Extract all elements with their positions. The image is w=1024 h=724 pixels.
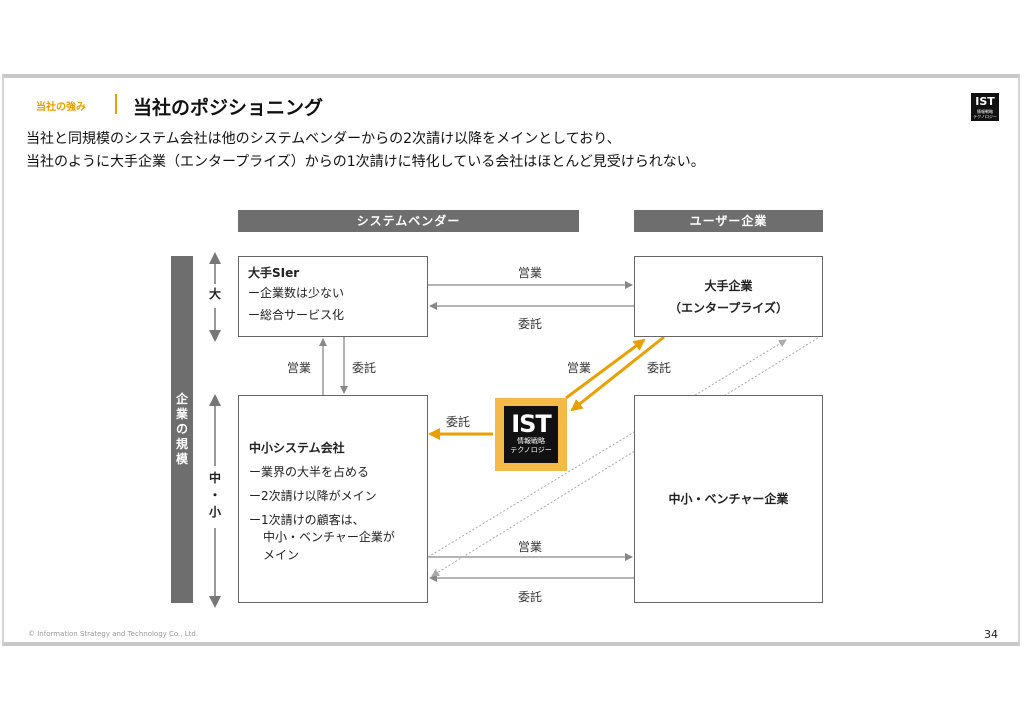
ist-logo-badge: IST 情報戦略 テクノロジー xyxy=(495,398,567,471)
copyright: © Information Strategy and Technology Co… xyxy=(28,630,199,638)
label-sales-diagonal: 営業 xyxy=(567,361,592,375)
company-logo: IST 情報戦略 テクノロジー xyxy=(971,93,999,121)
header-user-company: ユーザー企業 xyxy=(634,210,823,232)
label-consign-vertical: 委託 xyxy=(352,361,377,375)
label-sales-top: 営業 xyxy=(518,266,543,280)
scale-arrows xyxy=(209,252,221,608)
company-scale-label: 企 業 の 規 模 xyxy=(175,392,188,466)
label-consign-top: 委託 xyxy=(518,317,543,331)
page-title: 当社のポジショニング xyxy=(133,97,324,119)
label-consign-bottom: 委託 xyxy=(518,590,543,604)
lead-line-2: 当社のように大手企業（エンタープライズ）からの1次請けに特化している会社はほとん… xyxy=(26,154,705,170)
sme-system-item-1: ー業界の大半を占める xyxy=(249,465,370,479)
ist-logo: IST 情報戦略 テクノロジー xyxy=(504,406,558,463)
sme-system-item-3-cont-2: メイン xyxy=(263,548,300,562)
label-sales-bottom: 営業 xyxy=(518,540,543,554)
header-system-vendor: システムベンダー xyxy=(238,210,579,232)
sme-system-item-2: ー2次請け以降がメイン xyxy=(249,489,377,503)
logo-sub1: 情報戦略 xyxy=(977,109,993,114)
large-sier-item-1: ー企業数は少ない xyxy=(248,286,345,300)
logo-text: IST xyxy=(975,95,995,108)
ist-logo-text: IST xyxy=(511,410,552,438)
section-label: 当社の強み xyxy=(36,102,86,113)
label-sales-vertical: 営業 xyxy=(287,361,312,375)
scale-large-label: 大 xyxy=(208,287,221,301)
scale-small-label: 中 ・ 小 xyxy=(208,471,221,519)
lead-line-1: 当社と同規模のシステム会社は他のシステムベンダーからの2次請け以降をメインとして… xyxy=(26,131,621,147)
logo-sub2: テクノロジー xyxy=(973,114,997,119)
box-large-sier: 大手SIer ー企業数は少ない ー総合サービス化 xyxy=(238,256,428,337)
ist-logo-sub2: テクノロジー xyxy=(510,446,552,454)
company-scale-bar xyxy=(171,256,193,603)
box-sme-system: 中小システム会社 ー業界の大半を占める ー2次請け以降がメイン ー1次請けの顧客… xyxy=(238,395,428,603)
section-divider xyxy=(115,94,117,114)
sme-system-item-3-cont-1: 中小・ベンチャー企業が xyxy=(263,530,395,544)
enterprise-line-1: 大手企業 xyxy=(704,279,753,293)
sme-system-title: 中小システム会社 xyxy=(249,441,345,455)
label-consign-diagonal: 委託 xyxy=(647,361,672,375)
label-consign-ist: 委託 xyxy=(446,415,471,429)
large-sier-title: 大手SIer xyxy=(248,266,300,280)
ist-logo-sub1: 情報戦略 xyxy=(517,437,545,445)
page-number: 34 xyxy=(984,628,998,641)
enterprise-line-2: （エンタープライズ） xyxy=(669,301,788,315)
box-enterprise: 大手企業 （エンタープライズ） xyxy=(634,256,823,337)
sme-system-item-3: ー1次請けの顧客は、 xyxy=(249,513,365,527)
large-sier-item-2: ー総合サービス化 xyxy=(248,308,345,322)
box-sme-venture: 中小・ベンチャー企業 xyxy=(634,395,823,603)
lead-text: 当社と同規模のシステム会社は他のシステムベンダーからの2次請け以降をメインとして… xyxy=(26,128,705,174)
